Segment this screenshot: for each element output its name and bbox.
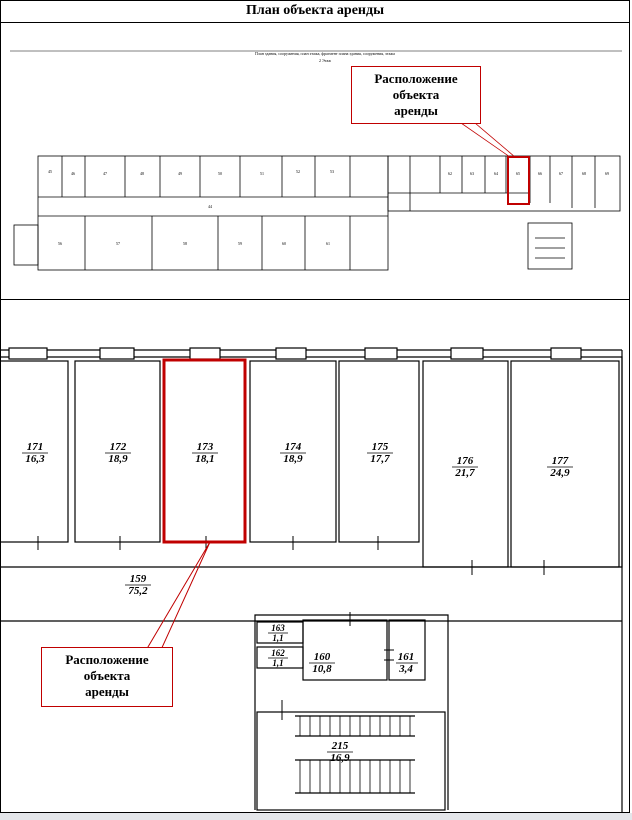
- room-163-area: 1,1: [272, 633, 283, 643]
- detail-callout-pointer: [144, 541, 211, 653]
- room-176-area: 21,7: [454, 467, 475, 479]
- svg-text:67: 67: [559, 171, 563, 176]
- room-173-highlight: [162, 358, 247, 544]
- svg-text:46: 46: [71, 171, 75, 176]
- room-215-number: 215: [331, 740, 349, 752]
- room-171-number: 171: [27, 441, 44, 453]
- svg-text:65: 65: [516, 171, 520, 176]
- overview-callout-line-2: объекта: [392, 87, 440, 102]
- overview-walls: [13, 155, 621, 271]
- room-160-area: 10,8: [312, 663, 332, 675]
- detail-door-ticks: [37, 536, 545, 720]
- overview-floor-line: 2 Этаж: [319, 58, 331, 63]
- page-title: План объекта аренды: [0, 0, 630, 23]
- overview-header-line: План здания, сооружения, план этажа, фра…: [255, 51, 395, 57]
- room-172-number: 172: [110, 441, 127, 453]
- room-174-number: 174: [285, 441, 302, 453]
- overview-highlight-box: [507, 156, 530, 205]
- detail-stair-treads: [299, 716, 411, 793]
- room-162-area: 1,1: [272, 658, 283, 668]
- room-176-outline: [422, 360, 509, 568]
- room-175-number: 175: [372, 441, 389, 453]
- room-175-outline: [338, 360, 420, 543]
- svg-text:61: 61: [326, 241, 330, 246]
- overview-callout-pointer: [460, 122, 511, 158]
- svg-text:59: 59: [238, 241, 242, 246]
- svg-text:45: 45: [48, 169, 52, 174]
- room-161-number: 161: [398, 651, 415, 663]
- svg-text:48: 48: [140, 171, 144, 176]
- svg-text:49: 49: [178, 171, 182, 176]
- svg-text:53: 53: [330, 169, 334, 174]
- room-174-area: 18,9: [283, 453, 303, 465]
- bottom-strip: [0, 813, 632, 820]
- room-177-number: 177: [552, 455, 569, 467]
- detail-room-labels: 171 16,3 172 18,9 173 18,1 174 18,9 175 …: [25, 441, 570, 764]
- room-175-area: 17,7: [370, 453, 390, 465]
- svg-text:62: 62: [448, 171, 452, 176]
- room-163-number: 163: [271, 623, 285, 633]
- detail-label-underlines: [22, 452, 573, 753]
- detail-callout-line-3: аренды: [85, 684, 129, 699]
- detail-rooms: [0, 360, 620, 811]
- room-215-area: 16,9: [330, 752, 350, 764]
- detail-floor-plan: 171 16,3 172 18,9 173 18,1 174 18,9 175 …: [0, 347, 623, 812]
- svg-text:47: 47: [103, 171, 107, 176]
- room-172-outline: [74, 360, 161, 543]
- svg-text:69: 69: [605, 171, 609, 176]
- overview-callout-line-1: Расположение: [374, 71, 458, 86]
- overview-room-labels: 45 46 47 48 49 50 51 52 53 44 56 57 58 59 60 61 62 6…: [48, 169, 609, 246]
- room-173-number: 173: [197, 441, 214, 453]
- overview-callout: Расположение объекта аренды: [351, 66, 481, 124]
- room-159-number: 159: [130, 573, 147, 585]
- overview-callout-line-3: аренды: [394, 103, 438, 118]
- detail-walls: [0, 347, 623, 812]
- detail-callout: Расположение объекта аренды: [41, 647, 173, 707]
- svg-text:60: 60: [282, 241, 286, 246]
- room-159-area: 75,2: [128, 585, 148, 597]
- room-177-area: 24,9: [549, 467, 570, 479]
- svg-text:50: 50: [218, 171, 222, 176]
- svg-text:44: 44: [208, 204, 212, 209]
- svg-text:68: 68: [582, 171, 586, 176]
- section-separator: [0, 299, 630, 300]
- svg-text:51: 51: [260, 171, 264, 176]
- svg-text:52: 52: [296, 169, 300, 174]
- room-176-number: 176: [457, 455, 474, 467]
- room-173-area: 18,1: [195, 453, 214, 465]
- detail-callout-line-1: Расположение: [65, 652, 149, 667]
- svg-text:56: 56: [58, 241, 62, 246]
- room-171-area: 16,3: [25, 453, 45, 465]
- room-161-area: 3,4: [398, 663, 413, 675]
- svg-text:57: 57: [116, 241, 120, 246]
- svg-text:64: 64: [494, 171, 498, 176]
- overview-floor-plan: План здания, сооружения, план этажа, фра…: [10, 50, 622, 271]
- room-162-number: 162: [271, 648, 285, 658]
- svg-text:66: 66: [538, 171, 542, 176]
- room-171-outline: [0, 360, 69, 543]
- room-177-outline: [510, 360, 620, 568]
- room-172-area: 18,9: [108, 453, 128, 465]
- svg-text:63: 63: [470, 171, 474, 176]
- room-160-number: 160: [314, 651, 331, 663]
- svg-text:58: 58: [183, 241, 187, 246]
- detail-callout-line-2: объекта: [83, 668, 131, 683]
